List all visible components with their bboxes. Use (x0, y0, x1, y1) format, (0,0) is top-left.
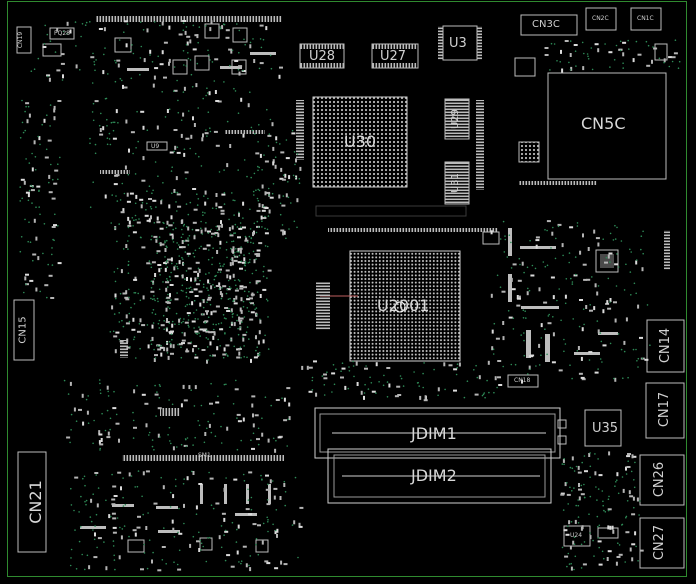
sm1-label: SM1 (198, 452, 211, 459)
jdim1-label: JDIM1 (411, 424, 457, 443)
cn17-label: CN17 (657, 391, 673, 428)
passive-components (19, 20, 681, 572)
jdim2-label: JDIM2 (411, 466, 457, 485)
cn3c-label: CN3C (532, 19, 560, 30)
cn17-outline (645, 382, 685, 439)
cn2c-outline (585, 7, 617, 31)
u9-label: U9 (151, 143, 160, 150)
u24-label: U24 (570, 532, 583, 539)
cn18-outline (507, 374, 539, 388)
u31-outline (444, 161, 470, 205)
u30-label: U30 (344, 132, 377, 151)
u35-label: U35 (592, 421, 619, 436)
jdim1-slot (314, 407, 561, 459)
u30-bga (312, 96, 408, 188)
cn27-label: CN27 (652, 524, 668, 561)
cn2c-label: CN2C (592, 15, 609, 22)
sm1-strip (122, 455, 284, 461)
cn18-label: CN18 (514, 377, 531, 384)
cn14-label: CN14 (658, 327, 674, 364)
pq28-label: PQ28 (54, 30, 70, 37)
cn21-label: CN21 (25, 480, 45, 524)
cn19-outline (16, 26, 32, 54)
cn5c-outline (547, 72, 667, 180)
cn14-outline (646, 319, 685, 373)
cn26-outline (639, 454, 685, 506)
jdim2-slot (327, 448, 552, 504)
cn21-outline (17, 451, 47, 553)
pq28-outline (49, 27, 75, 40)
u35-outline (584, 409, 622, 447)
u2001-label: U2001 (377, 296, 430, 315)
u29-outline (444, 98, 470, 140)
cn1c-outline (630, 7, 662, 31)
u29-label: U29 (450, 108, 462, 130)
cn27-outline (639, 517, 685, 569)
u27-label: U27 (380, 49, 407, 64)
cn26-label: CN26 (652, 461, 668, 498)
cn5c-label: CN5C (581, 114, 626, 133)
top-connector-strip (96, 16, 282, 22)
cn15-outline (13, 299, 35, 361)
board-outline (7, 1, 687, 577)
cn19-label: CN19 (17, 31, 25, 49)
cn1c-label: CN1C (637, 15, 654, 22)
u3-label: U3 (449, 36, 467, 51)
cn15-label: CN15 (17, 316, 29, 344)
u28-label: U28 (309, 49, 336, 64)
u31-label: U31 (450, 172, 462, 194)
cn3c-outline (520, 14, 578, 36)
